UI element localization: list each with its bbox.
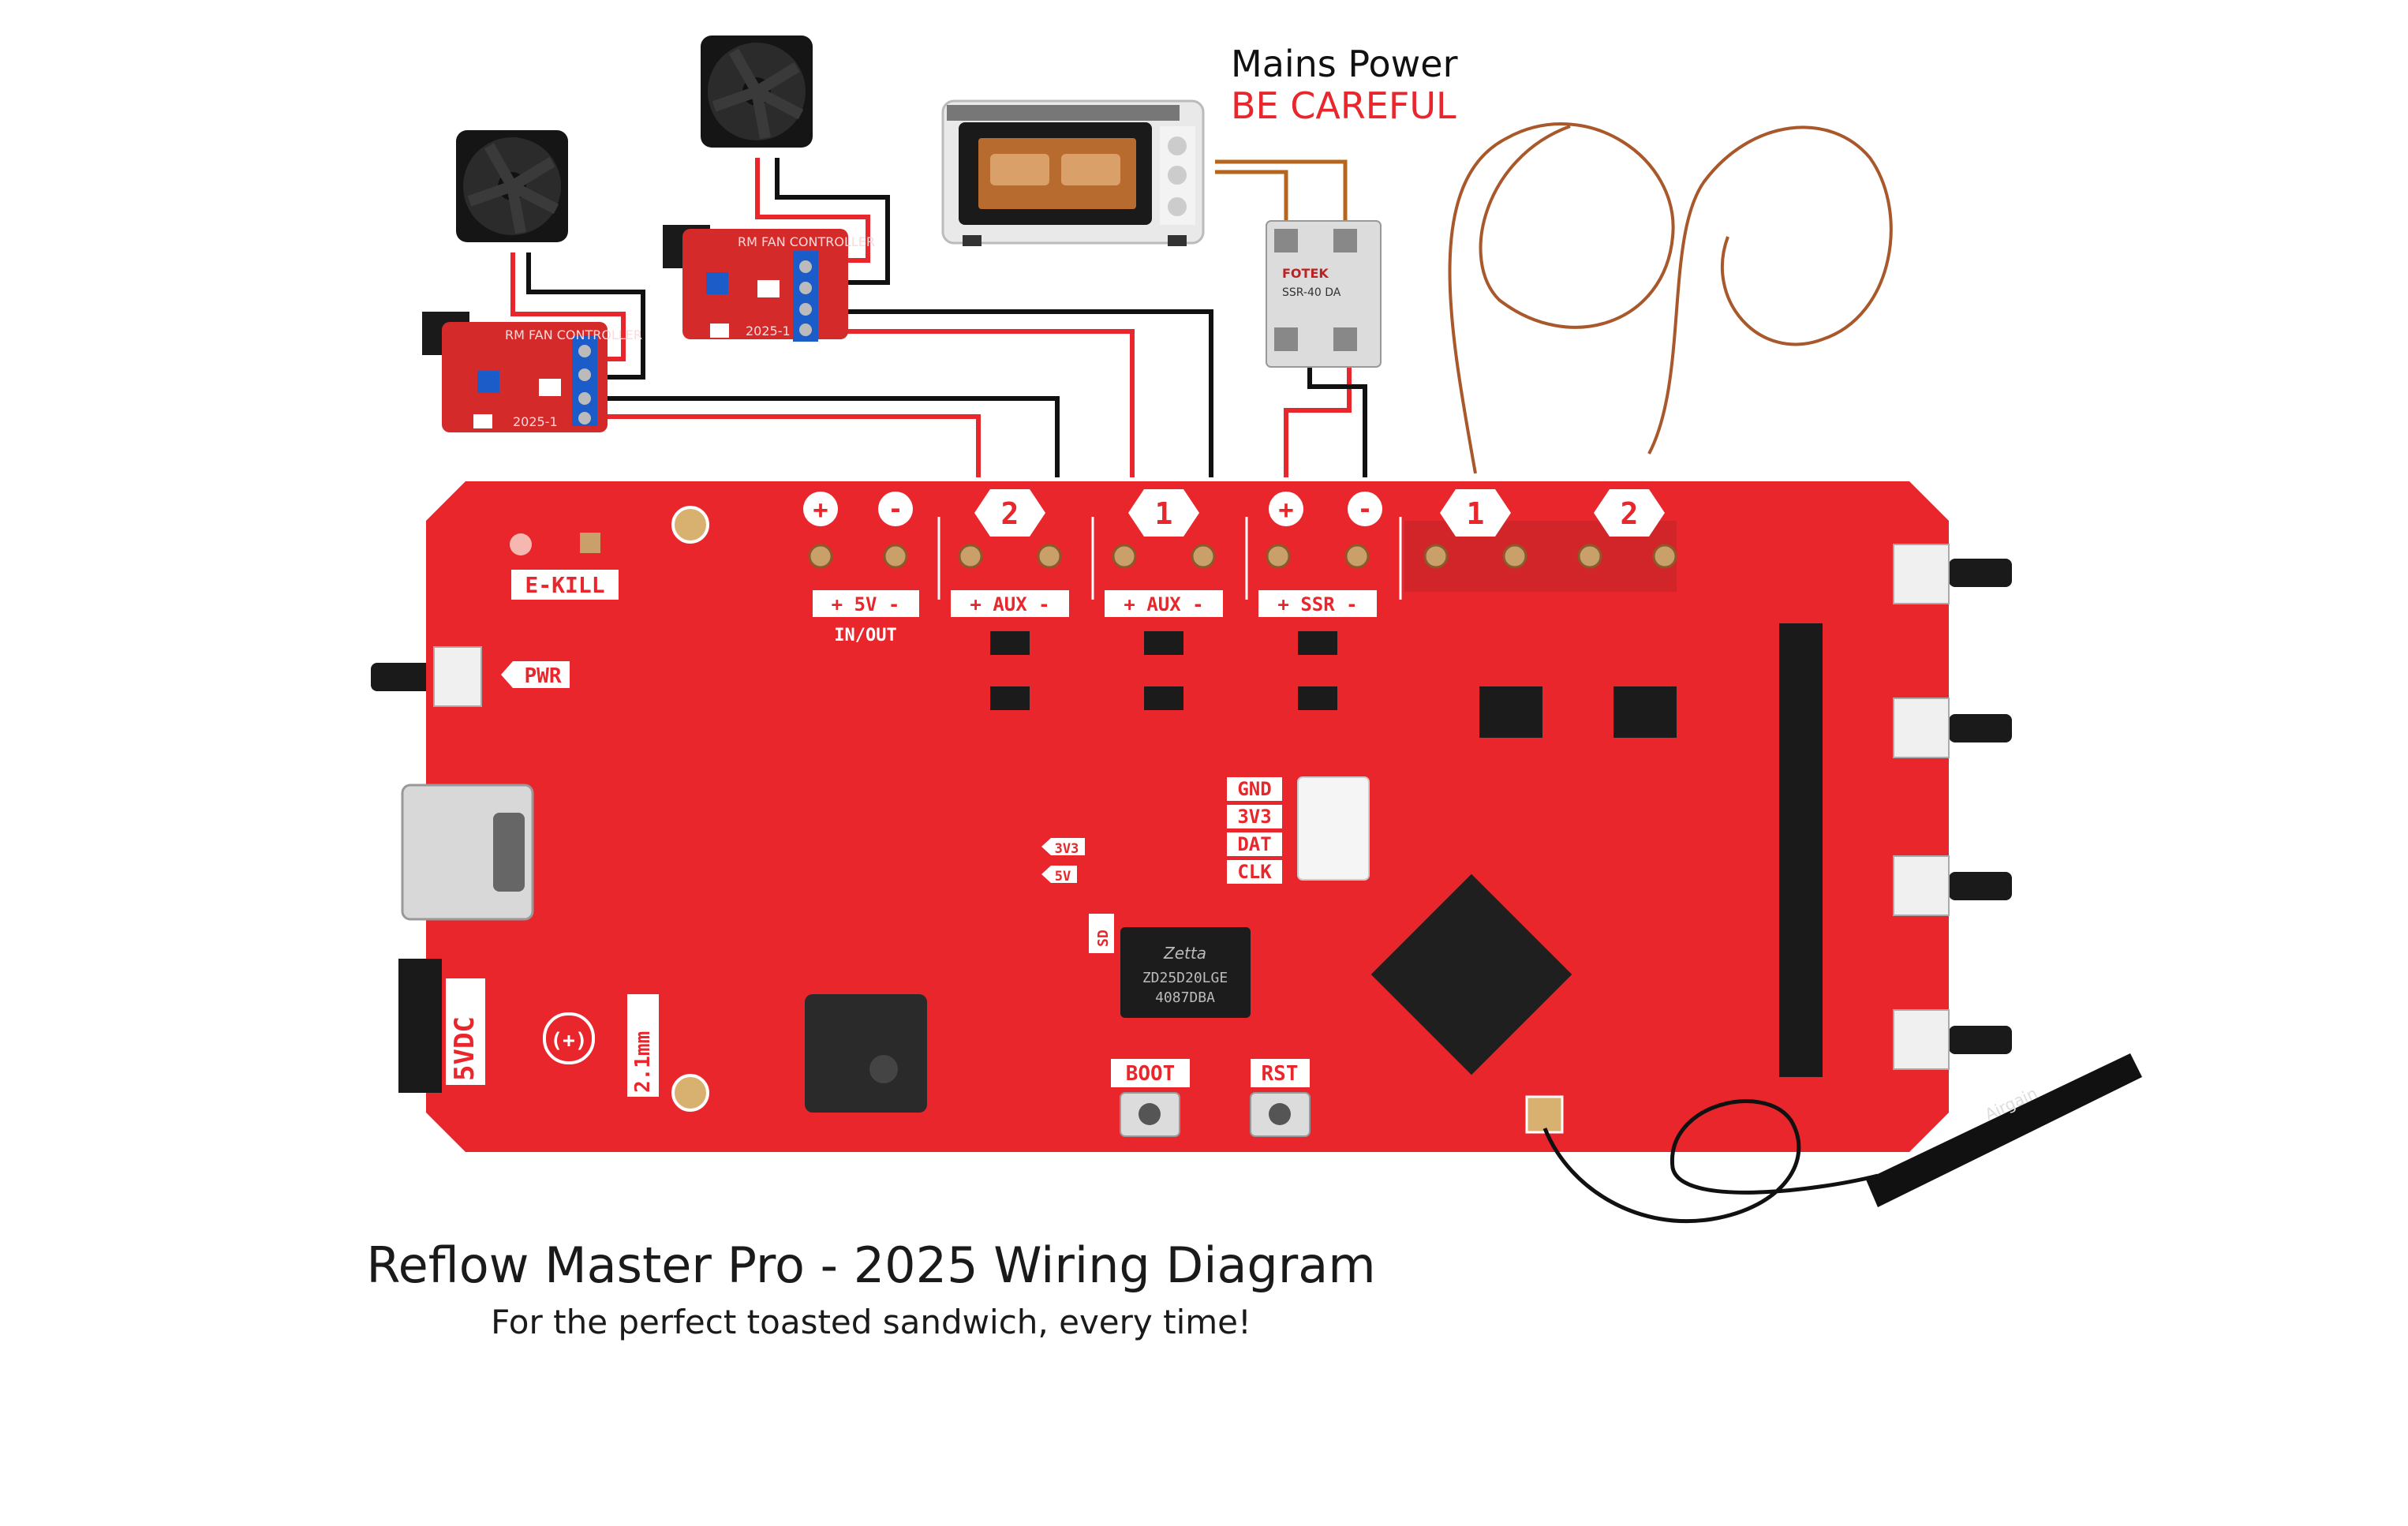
thermocouple-2 (1647, 125, 1893, 454)
fan-controller-rev: 2025-1 (746, 324, 791, 338)
svg-text:1: 1 (1467, 496, 1485, 531)
label-sd: SD (1089, 914, 1114, 953)
label-boot: BOOT (1111, 1059, 1190, 1087)
svg-text:DAT: DAT (1237, 833, 1271, 855)
label-rail-5v: 5V (1041, 866, 1077, 885)
ssr-brand: FOTEK (1282, 266, 1329, 281)
svg-text:-: - (1357, 494, 1372, 524)
terminal-thermocouple-2: 2 (1594, 489, 1665, 537)
svg-text:+ 5V -: + 5V - (832, 593, 900, 615)
flash-chip: Zetta ZD25D20LGE 4087DBA (1120, 927, 1251, 1018)
terminal-aux2: 2 (974, 489, 1045, 537)
driver-components (990, 631, 1677, 738)
svg-text:BOOT: BOOT (1126, 1062, 1176, 1086)
dc-jack (398, 959, 442, 1093)
svg-text:CLK: CLK (1237, 861, 1272, 883)
display-header (1779, 623, 1823, 1077)
svg-text:2.1mm: 2.1mm (631, 1031, 655, 1093)
terminal-holes (808, 544, 1677, 569)
fan2-red-wire (755, 158, 870, 263)
aux2-black-wire (600, 396, 1060, 477)
svg-text:+ SSR -: + SSR - (1277, 593, 1357, 615)
main-board: + - 2 1 + - 1 2 (371, 481, 2012, 1152)
microcontroller (1370, 873, 1572, 1075)
svg-text:1: 1 (1155, 496, 1173, 531)
svg-text:E-KILL: E-KILL (525, 572, 604, 598)
svg-text:3V3: 3V3 (1237, 806, 1271, 828)
fan1-black-wire (526, 252, 645, 380)
aux1-black-wire (836, 309, 1213, 477)
terminal-5v-minus: - (878, 492, 913, 526)
label-dat: DAT (1227, 832, 1282, 856)
fan-1 (456, 130, 568, 242)
be-careful-label: BE CAREFUL (1231, 84, 1456, 127)
svg-text:+ AUX -: + AUX - (970, 593, 1049, 615)
aux2-red-wire (600, 414, 981, 477)
svg-text:2: 2 (1001, 496, 1019, 531)
svg-text:-: - (888, 494, 903, 524)
mains-wire-2 (1215, 159, 1348, 229)
svg-text:GND: GND (1237, 778, 1271, 800)
label-rail-3v3: 3V3 (1041, 838, 1085, 857)
svg-text:3V3: 3V3 (1055, 841, 1079, 857)
svg-text:+: + (813, 495, 828, 525)
ssr-red-wire (1284, 335, 1352, 477)
svg-text:5VDC: 5VDC (449, 1016, 480, 1081)
svg-text:(+): (+) (551, 1029, 588, 1053)
label-inout: IN/OUT (834, 626, 896, 645)
caption-subtitle: For the perfect toasted sandwich, every … (491, 1303, 1251, 1341)
label-clk: CLK (1227, 860, 1282, 884)
label-5vdc: 5VDC (446, 978, 485, 1085)
fan-controller-module-1: RM FAN CONTROLLER 2025-1 (422, 312, 642, 432)
mains-power-label: Mains Power (1231, 43, 1458, 85)
svg-text:RST: RST (1262, 1062, 1299, 1086)
caption-title: Reflow Master Pro - 2025 Wiring Diagram (366, 1236, 1375, 1294)
svg-text:PWR: PWR (525, 664, 562, 688)
svg-text:5V: 5V (1055, 869, 1071, 885)
label-5v: + 5V - (813, 590, 919, 617)
svg-text:+: + (1278, 495, 1293, 525)
fan-controller-label: RM FAN CONTROLLER (738, 234, 875, 249)
fan1-red-wire (510, 252, 626, 361)
label-rst: RST (1251, 1059, 1310, 1087)
label-ekill: E-KILL (511, 570, 619, 600)
svg-text:4087DBA: 4087DBA (1155, 989, 1215, 1006)
buzzer (805, 994, 927, 1113)
wires (510, 122, 1893, 477)
svg-text:Zetta: Zetta (1163, 944, 1206, 963)
solid-state-relay: FOTEK SSR-40 DA (1266, 220, 1382, 368)
ssr-model: SSR-40 DA (1282, 286, 1341, 299)
label-2mm: 2.1mm (627, 994, 659, 1097)
terminal-ssr-minus: - (1348, 492, 1382, 526)
label-gnd: GND (1227, 777, 1282, 801)
thermocouple-1 (1448, 122, 1675, 474)
label-aux1: + AUX - (1105, 590, 1223, 617)
mains-wire-1 (1215, 170, 1288, 229)
svg-text:2: 2 (1621, 496, 1639, 531)
label-3v3: 3V3 (1227, 805, 1282, 828)
fan-controller-module-2: RM FAN CONTROLLER 2025-1 (663, 225, 875, 342)
label-aux2: + AUX - (951, 590, 1069, 617)
fan-controller-label: RM FAN CONTROLLER (505, 327, 642, 342)
side-buttons[interactable] (433, 544, 1950, 1070)
fan-controller-rev: 2025-1 (513, 414, 558, 429)
terminal-thermocouple-1: 1 (1440, 489, 1511, 537)
label-polarity: (+) (543, 1012, 595, 1064)
toaster-oven (941, 99, 1205, 246)
i2c-connector (1297, 776, 1370, 881)
terminal-aux1: 1 (1128, 489, 1199, 537)
svg-text:+ AUX -: + AUX - (1124, 593, 1203, 615)
pcb (426, 481, 1949, 1152)
label-ssr: + SSR - (1258, 590, 1377, 617)
aux1-red-wire (836, 329, 1135, 477)
terminal-5v-plus: + (803, 492, 838, 526)
fan2-black-wire (775, 158, 890, 285)
label-pwr: PWR (501, 661, 570, 688)
svg-text:SD: SD (1095, 929, 1112, 947)
terminal-ssr-plus: + (1269, 492, 1303, 526)
svg-text:ZD25D20LGE: ZD25D20LGE (1142, 970, 1228, 986)
fan-2 (701, 36, 813, 148)
